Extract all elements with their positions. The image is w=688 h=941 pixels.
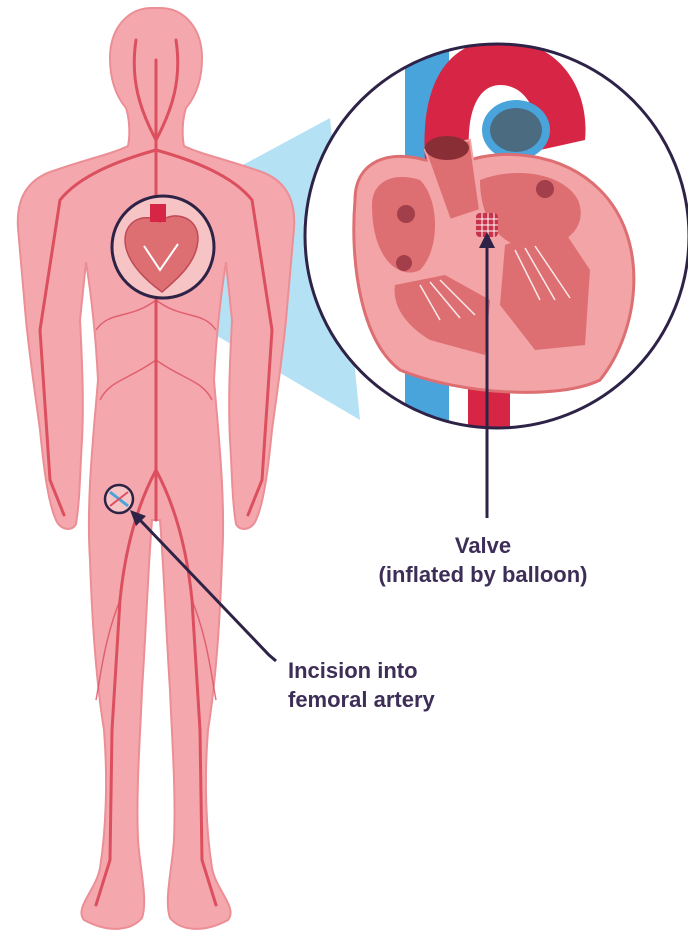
human-body: [18, 8, 294, 929]
valve-label-line-2: (inflated by balloon): [338, 560, 628, 589]
incision-marker-icon: [105, 485, 133, 513]
valve-label-line-1: Valve: [338, 531, 628, 560]
valve-label: Valve (inflated by balloon): [338, 531, 628, 589]
incision-label-line-2: femoral artery: [288, 685, 435, 714]
zoomed-heart-circle: [305, 20, 688, 440]
incision-label-line-1: Incision into: [288, 656, 435, 685]
heart-detail-circle: [112, 196, 214, 298]
incision-label: Incision into femoral artery: [288, 656, 435, 714]
